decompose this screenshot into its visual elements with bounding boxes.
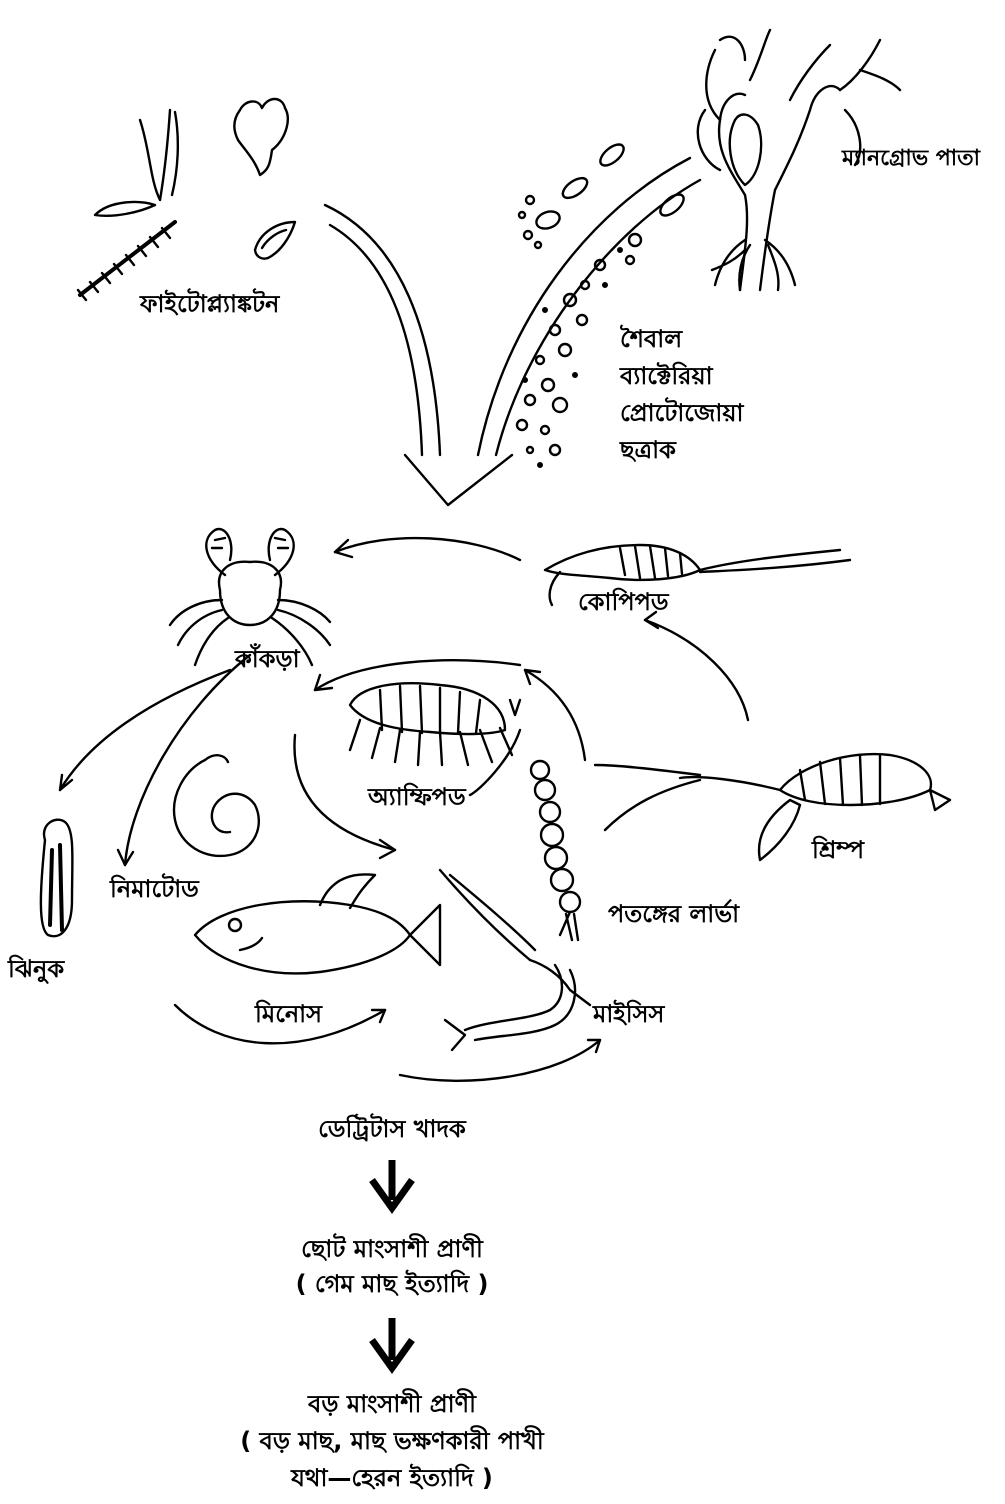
chain-large-carnivores: বড় মাংসাশী প্রাণী	[192, 1390, 592, 1419]
food-chain-arrows	[372, 1160, 412, 1368]
label-bacteria: ব্যাক্টেরিয়া	[620, 362, 713, 391]
label-amphipod: অ্যাম্ফিপড	[368, 783, 466, 812]
shrimp-illustration	[595, 754, 950, 860]
label-crab: কাঁকড়া	[235, 645, 300, 674]
nematode-illustration	[174, 755, 259, 856]
label-clam: ঝিনুক	[8, 955, 64, 984]
label-mangrove-leaf: ম্যানগ্রোভ পাতা	[842, 146, 980, 172]
label-mysis: মাইসিস	[593, 1000, 664, 1029]
label-shrimp: শ্রিম্প	[812, 836, 864, 865]
label-minnows: মিনোস	[255, 1000, 322, 1029]
label-insect-larva: পতঙ্গের লার্ভা	[608, 900, 739, 929]
label-algae: শৈবাল	[620, 325, 682, 354]
insect-larva-illustration	[531, 761, 580, 940]
minnow-illustration	[195, 874, 440, 973]
amphipod-illustration	[350, 683, 512, 765]
mysis-illustration	[440, 870, 590, 1050]
chain-small-carnivores: ছোট মাংসাশী প্রাণী	[242, 1235, 542, 1264]
chain-large-carnivores-examples-2: যথা—হেরন ইত্যাদি )	[172, 1464, 612, 1493]
chain-large-carnivores-examples-1: ( বড় মাছ, মাছ ভক্ষণকারী পাখী	[172, 1427, 612, 1456]
phytoplankton-illustration	[78, 99, 295, 300]
chain-small-carnivores-examples: ( গেম মাছ ইত্যাদি )	[242, 1270, 542, 1299]
label-fungi: ছত্রাক	[620, 436, 676, 465]
label-copepod: কোপিপড	[578, 588, 669, 617]
label-protozoa: প্রোটোজোয়া	[620, 399, 743, 428]
clam-illustration	[41, 820, 73, 937]
chain-detritus-feeders: ডেট্রিটাস খাদক	[292, 1115, 492, 1144]
label-phytoplankton: ফাইটোপ্ল্যাঙ্কটন	[140, 290, 279, 319]
label-nematode: নিমাটোড	[110, 875, 199, 904]
